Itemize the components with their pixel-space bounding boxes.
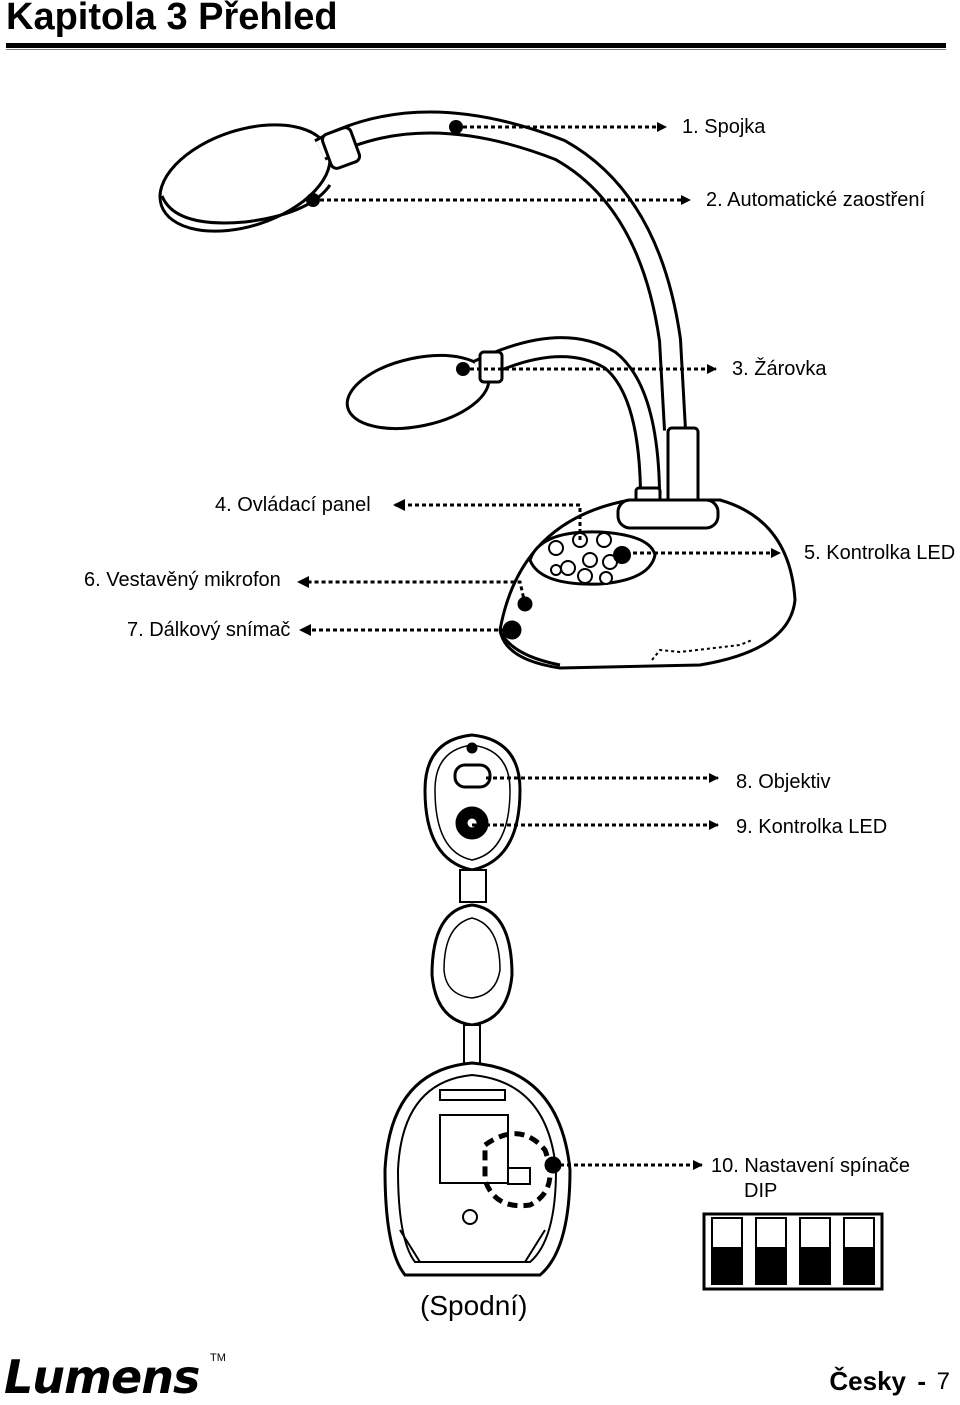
callout-lines-top <box>308 122 781 632</box>
callout-label-8: 8. Objektiv <box>736 771 831 793</box>
callout-lines-front <box>472 773 719 830</box>
page-title: Kapitola 3 Přehled <box>6 0 338 38</box>
callout-label-5: 5. Kontrolka LED <box>804 542 956 564</box>
callout-label-10-line2: DIP <box>744 1180 778 1202</box>
title-rule <box>6 43 946 48</box>
callout-label-10: 10. Nastavení spínače <box>711 1155 911 1177</box>
dip-switch <box>702 1212 884 1291</box>
callout-label-1: 1. Spojka <box>682 116 766 138</box>
camera-arm-upper <box>158 110 700 520</box>
camera-base <box>498 498 797 670</box>
callout-label-3: 3. Žárovka <box>732 358 827 380</box>
callout-label-7: 7. Dálkový snímač <box>127 619 291 641</box>
footer-separator: - <box>917 1366 926 1396</box>
trademark-mark: TM <box>210 1352 226 1364</box>
camera-bottom-view <box>383 1061 572 1277</box>
camera-arm-lower <box>345 336 662 526</box>
camera-head-front <box>423 733 522 1066</box>
callout-label-6: 6. Vestavěný mikrofon <box>84 569 281 591</box>
page-number: 7 <box>936 1368 950 1395</box>
callout-label-9: 9. Kontrolka LED <box>736 816 888 838</box>
footer-language: Česky <box>829 1366 906 1396</box>
callout-dots-top <box>297 120 470 636</box>
callout-label-2: 2. Automatické zaostření <box>706 189 926 211</box>
lumens-logo: Lumens <box>4 1350 200 1404</box>
bottom-view-caption: (Spodní) <box>420 1290 528 1321</box>
title-rule-thin <box>6 49 946 50</box>
callout-label-4: 4. Ovládací panel <box>215 494 371 516</box>
